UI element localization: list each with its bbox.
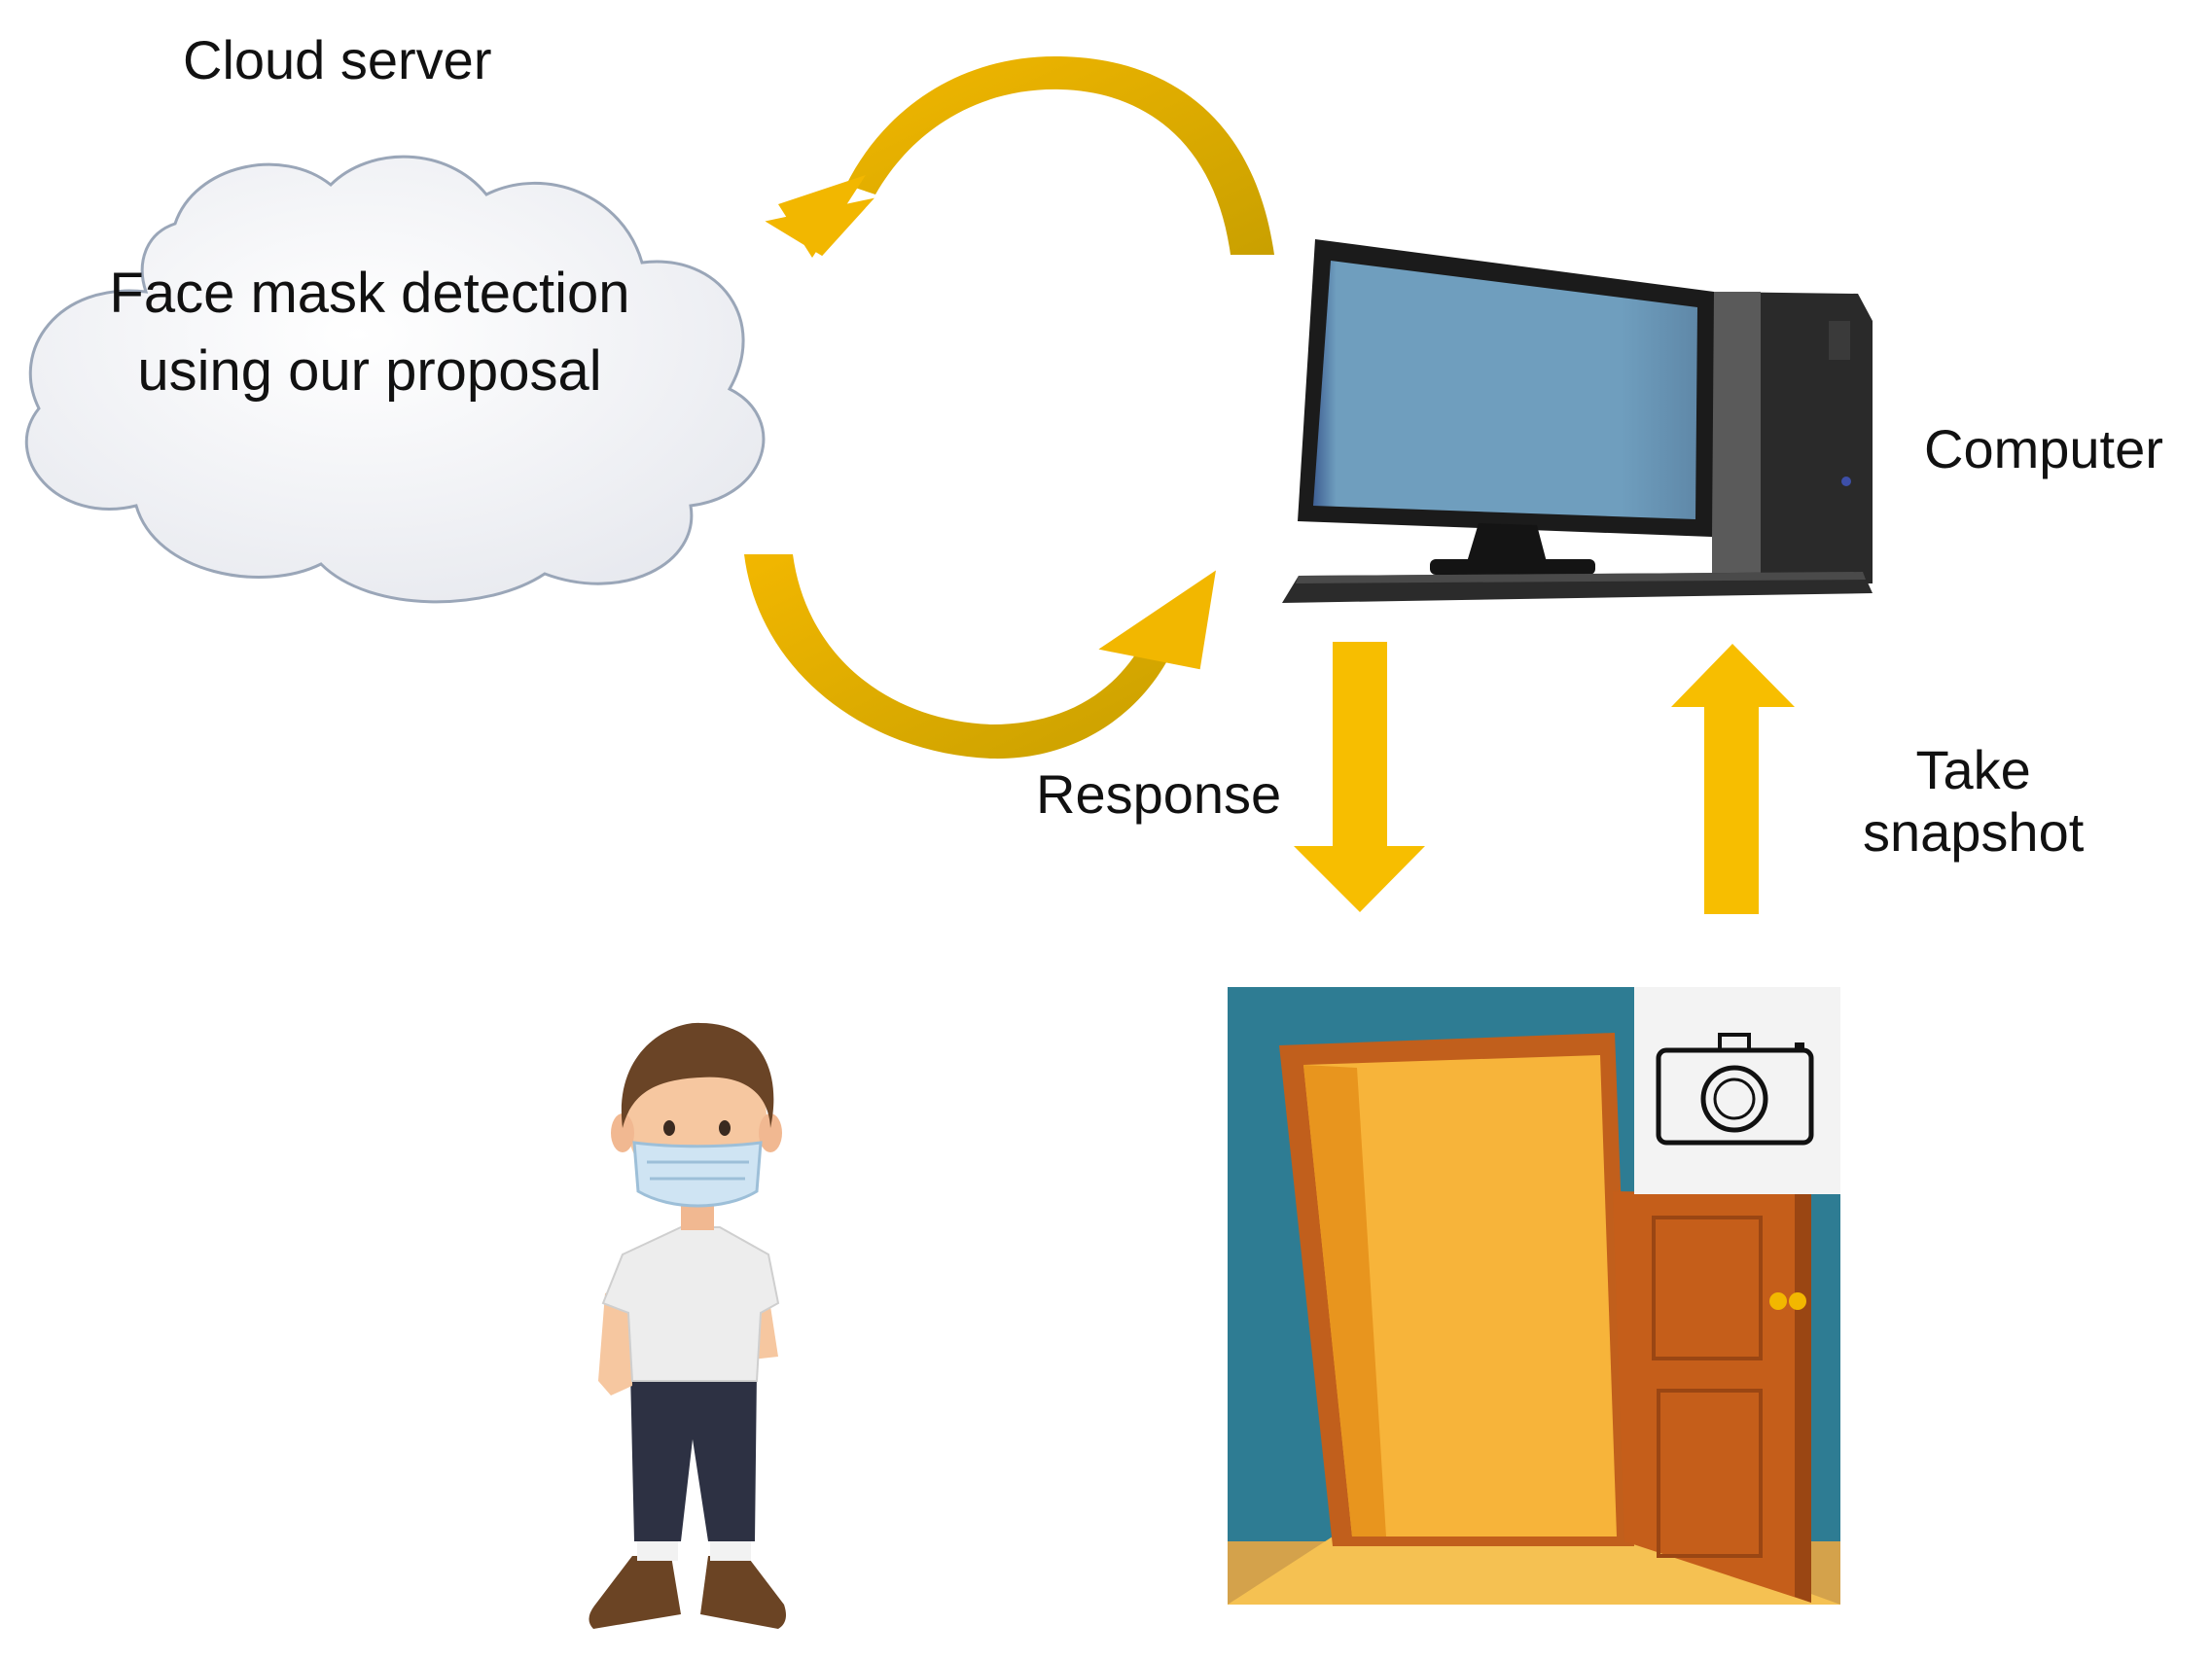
- cloud-server-label: Cloud server: [183, 29, 492, 90]
- masked-person-icon: [589, 1022, 786, 1629]
- take-snapshot-label: Take snapshot: [1863, 739, 2084, 865]
- arrow-down-icon: [1294, 642, 1425, 912]
- cloud-text: Face mask detection using our proposal: [109, 262, 630, 403]
- curved-arrow-down-right-icon: [744, 554, 1216, 759]
- response-label: Response: [1036, 763, 1282, 825]
- take-snapshot-line-2: snapshot: [1863, 801, 2085, 864]
- curved-arrow-up-left-icon: [765, 55, 1274, 258]
- take-snapshot-line-1: Take: [1915, 739, 2031, 800]
- computer-label: Computer: [1924, 418, 2163, 479]
- camera-icon: [1634, 987, 1840, 1194]
- desktop-computer-icon: [1282, 239, 1873, 603]
- cloud-icon: [25, 155, 766, 604]
- arrow-up-icon: [1671, 644, 1795, 914]
